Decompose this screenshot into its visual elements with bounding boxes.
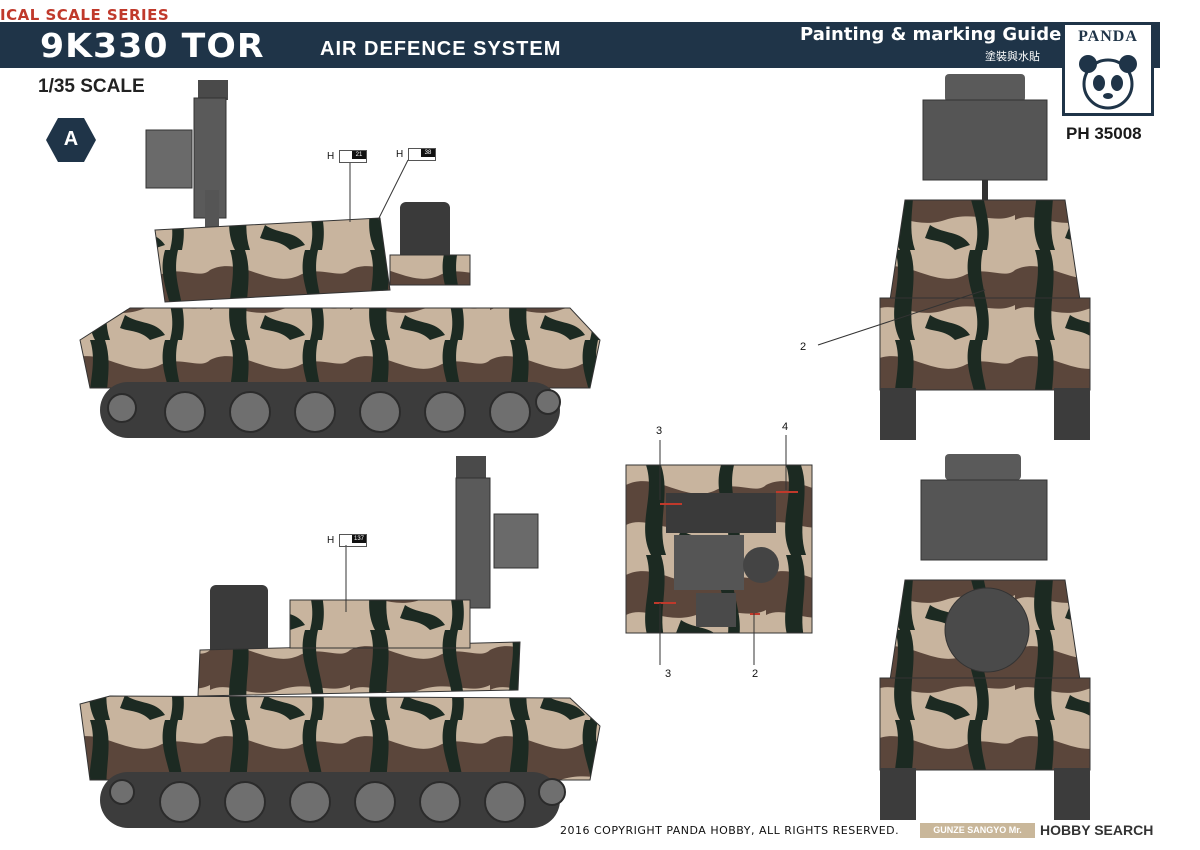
callout-3-bottom: 3: [665, 668, 672, 680]
callout-2-bottom: 2: [752, 668, 759, 680]
decal-box: 38: [408, 148, 437, 161]
decal-label-137: H 137: [327, 534, 368, 547]
vehicle-rear-view: [879, 454, 1091, 820]
header-band: [0, 22, 1160, 68]
decal-number: 21: [352, 151, 367, 159]
logo-text: PANDA: [1078, 28, 1138, 45]
scheme-badge-label: A: [63, 128, 79, 150]
product-code: PH 35008: [1066, 124, 1142, 143]
decal-number: 38: [421, 149, 436, 157]
page-subtitle: AIR DEFENCE SYSTEM: [320, 38, 562, 60]
vehicle-front-view: [879, 74, 1091, 440]
decal-box: 137: [339, 534, 368, 547]
page-title: 9K330 TOR: [40, 26, 265, 65]
guide-title: Painting & marking Guide: [800, 24, 1062, 45]
series-label: ICAL SCALE SERIES: [0, 6, 170, 24]
vehicle-top-view: [625, 464, 813, 634]
vehicle-side-view-left: [79, 80, 601, 438]
callout-4-top: 4: [782, 421, 789, 433]
callout-3-top: 3: [656, 425, 663, 437]
gunze-sangyo-label: GUNZE SANGYO Mr.: [920, 823, 1035, 838]
vehicle-side-view-right: [79, 456, 601, 828]
decal-label-21: H 21: [327, 150, 368, 163]
copyright-text: 2016 COPYRIGHT PANDA HOBBY, ALL RIGHTS R…: [560, 824, 900, 837]
decal-h: H: [396, 149, 404, 161]
decal-h: H: [327, 151, 335, 163]
decal-label-38: H 38: [396, 148, 437, 161]
decal-box: 21: [339, 150, 368, 163]
scale-label: 1/35 SCALE: [38, 76, 145, 97]
guide-title-cn: 塗裝與水貼: [985, 50, 1040, 63]
decal-number: 137: [352, 535, 367, 543]
hobby-search-watermark: HOBBY SEARCH: [1040, 822, 1154, 838]
panda-face-icon: [1079, 55, 1137, 110]
decal-h: H: [327, 535, 335, 547]
callout-2-front: 2: [800, 341, 807, 353]
scheme-badge-hexagon: [46, 118, 96, 162]
